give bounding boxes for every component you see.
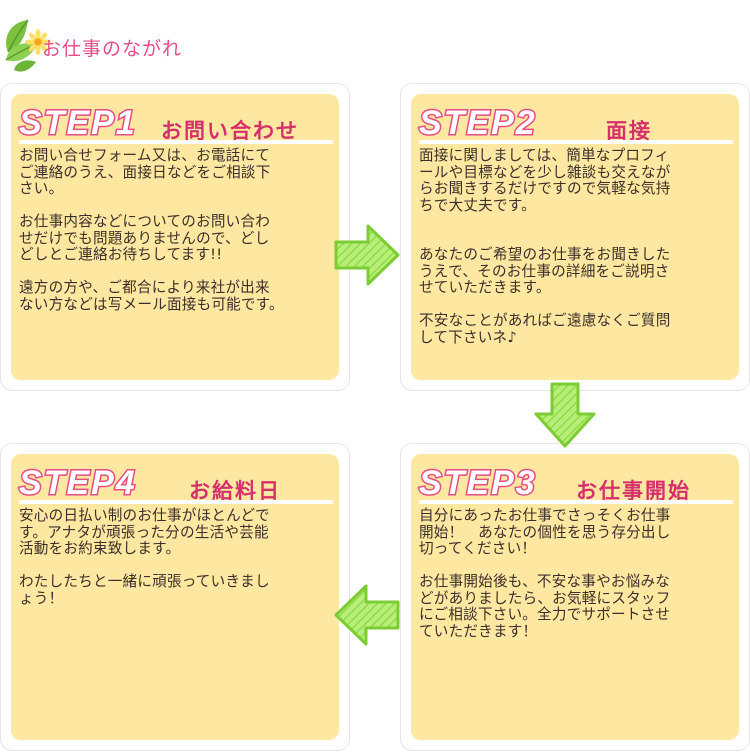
step2-card: STEP2 面接 面接に関しましては、簡単なプロフィ ールや目標などを少し雑談も…	[400, 83, 750, 391]
step1-heading: STEP1 お問い合わせ	[11, 98, 339, 144]
arrow-down-icon	[530, 380, 600, 450]
page-title: お仕事のながれ	[42, 34, 182, 61]
step3-heading: STEP3 お仕事開始	[411, 458, 739, 504]
arrow-right-icon	[332, 220, 402, 290]
step3-underline	[419, 500, 733, 504]
step4-label: STEP4	[19, 464, 137, 502]
step3-description: 自分にあったお仕事でさっそくお仕事 開始！ あなたの個性を思う存分出し 切ってく…	[419, 508, 733, 640]
step2-heading: STEP2 面接	[411, 98, 739, 144]
step3-label: STEP3	[419, 464, 537, 502]
step3-panel: STEP3 お仕事開始 自分にあったお仕事でさっそくお仕事 開始！ あなたの個性…	[411, 454, 739, 740]
page-header: お仕事のながれ	[0, 0, 750, 80]
step2-panel: STEP2 面接 面接に関しましては、簡単なプロフィ ールや目標などを少し雑談も…	[411, 94, 739, 380]
step4-description: 安心の日払い制のお仕事がほとんどで す。アナタが頑張った分の生活や芸能 活動をお…	[19, 508, 333, 607]
step4-card: STEP4 お給料日 安心の日払い制のお仕事がほとんどで す。アナタが頑張った分…	[0, 443, 350, 751]
step1-card: STEP1 お問い合わせ お問い合せフォーム又は、お電話にて ご連絡のうえ、面接…	[0, 83, 350, 391]
step1-description: お問い合せフォーム又は、お電話にて ご連絡のうえ、面接日などをご相談下 さい。 …	[19, 148, 333, 313]
step1-underline	[19, 140, 333, 144]
step3-card: STEP3 お仕事開始 自分にあったお仕事でさっそくお仕事 開始！ あなたの個性…	[400, 443, 750, 751]
step4-underline	[19, 500, 333, 504]
step2-label: STEP2	[419, 104, 537, 142]
step4-panel: STEP4 お給料日 安心の日払い制のお仕事がほとんどで す。アナタが頑張った分…	[11, 454, 339, 740]
step1-label: STEP1	[19, 104, 137, 142]
step1-panel: STEP1 お問い合わせ お問い合せフォーム又は、お電話にて ご連絡のうえ、面接…	[11, 94, 339, 380]
step2-description: 面接に関しましては、簡単なプロフィ ールや目標などを少し雑談も交えなが らお聞き…	[419, 148, 733, 346]
step4-heading: STEP4 お給料日	[11, 458, 339, 504]
arrow-left-icon	[332, 580, 402, 650]
step2-underline	[419, 140, 733, 144]
